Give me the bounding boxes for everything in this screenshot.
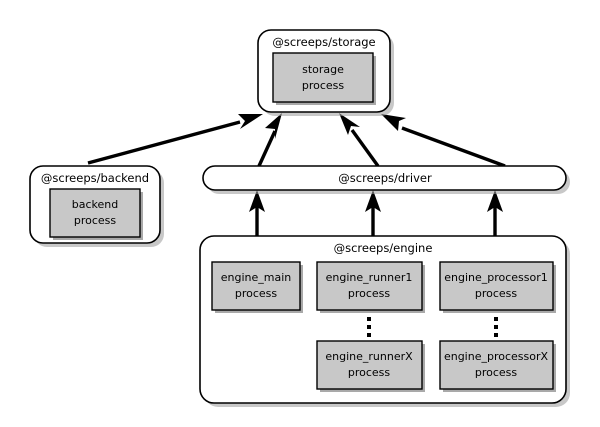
process-engine-processorx-kind: process (475, 366, 518, 379)
process-engine-processorx-name: engine_processorX (444, 350, 549, 363)
process-engine-processor1-name: engine_processor1 (444, 271, 548, 284)
process-engine-processorx[interactable]: engine_processorX process (439, 340, 556, 392)
process-engine-processor1[interactable]: engine_processor1 process (439, 261, 556, 313)
package-backend[interactable]: @screeps/backend backend process (29, 165, 164, 247)
process-engine-main-name: engine_main (221, 271, 292, 284)
ellipsis-runner-column (367, 317, 371, 337)
process-storage-name: storage (302, 63, 344, 76)
process-engine-main[interactable]: engine_main process (211, 261, 303, 313)
package-storage-label: @screeps/storage (272, 35, 375, 49)
arrow-engine-to-driver-2 (365, 190, 381, 236)
arrow-driver-to-storage-3 (381, 114, 506, 168)
process-engine-runnerx-kind: process (348, 366, 391, 379)
process-storage-kind: process (302, 79, 345, 92)
ellipsis-processor-column (494, 317, 498, 337)
process-backend-name: backend (72, 198, 118, 211)
package-storage[interactable]: @screeps/storage storage process (257, 29, 394, 116)
process-backend[interactable]: backend process (49, 188, 143, 240)
package-driver-label: @screeps/driver (338, 171, 432, 185)
process-storage[interactable]: storage process (272, 52, 376, 105)
process-engine-runner1[interactable]: engine_runner1 process (316, 261, 425, 313)
package-driver[interactable]: @screeps/driver (202, 165, 570, 194)
arrow-driver-to-storage-2 (339, 113, 380, 167)
process-engine-processor1-kind: process (475, 287, 518, 300)
process-engine-runner1-kind: process (348, 287, 391, 300)
arrow-engine-to-driver-1 (249, 190, 265, 236)
process-engine-runnerx[interactable]: engine_runnerX process (316, 340, 425, 392)
process-backend-kind: process (74, 214, 117, 227)
package-engine[interactable]: @screeps/engine engine_main process engi… (199, 235, 570, 407)
process-engine-runnerx-name: engine_runnerX (325, 350, 413, 363)
process-engine-runner1-name: engine_runner1 (326, 271, 413, 284)
arrow-driver-to-storage-1 (257, 113, 282, 167)
process-engine-main-kind: process (235, 287, 278, 300)
package-engine-label: @screeps/engine (334, 241, 433, 255)
package-backend-label: @screeps/backend (41, 171, 149, 185)
arrow-backend-to-storage (87, 114, 263, 165)
arrow-engine-to-driver-3 (487, 190, 503, 236)
